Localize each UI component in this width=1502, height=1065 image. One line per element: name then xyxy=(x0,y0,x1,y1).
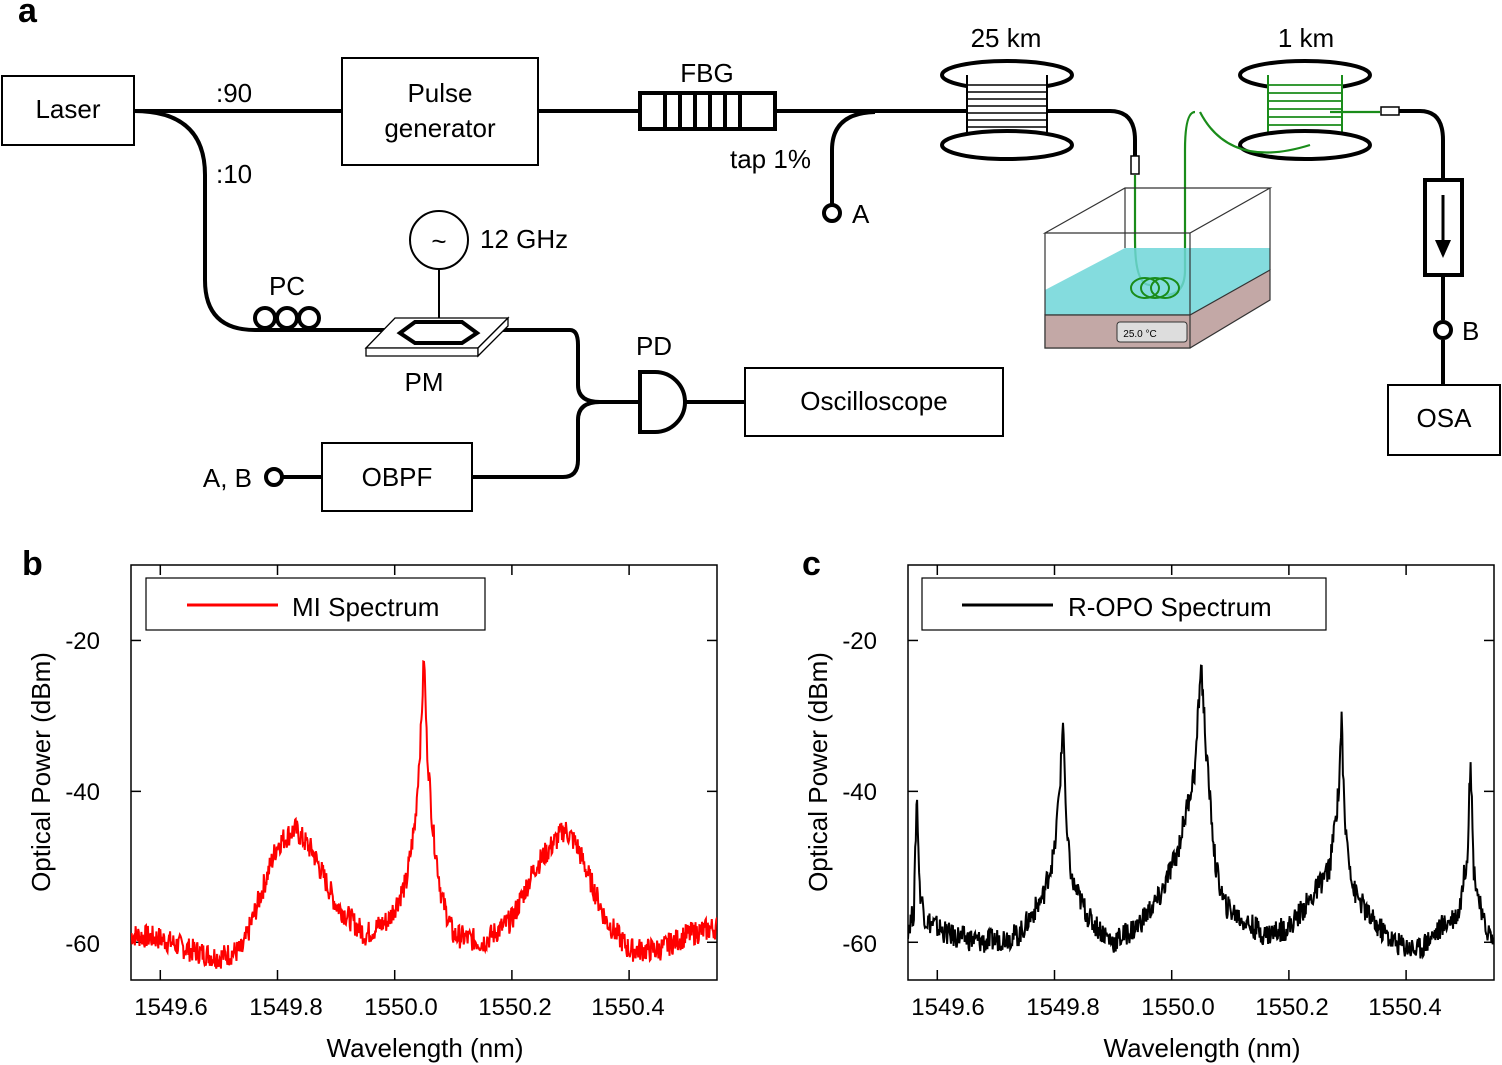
laser-box xyxy=(1,75,135,146)
plot-frame xyxy=(130,564,718,981)
spool-25km-label: 25 km xyxy=(971,23,1042,53)
x-axis-label: Wavelength (nm) xyxy=(327,1033,524,1063)
pd-label: PD xyxy=(636,331,672,361)
y-tick-label: -40 xyxy=(842,779,877,806)
setup-diagram: a Laser :90 :10 Pulse generator FBG tap … xyxy=(1,0,1501,512)
x-tick-label: 1550.0 xyxy=(1141,994,1214,1021)
split-90-label: :90 xyxy=(216,78,252,108)
obpf-input-connector xyxy=(264,467,284,487)
plot-frame xyxy=(907,564,1495,981)
series-line xyxy=(131,659,717,969)
y-tick-label: -40 xyxy=(65,779,100,806)
osa-label: OSA xyxy=(1417,403,1473,433)
spool-25km xyxy=(940,59,1074,161)
fiber-10-branch xyxy=(133,109,640,404)
phase-modulator xyxy=(364,316,510,358)
x-axis-label: Wavelength (nm) xyxy=(1104,1033,1301,1063)
y-tick-label: -60 xyxy=(65,931,100,958)
chart-mi-spectrum: b -20 -40 -60 1549.6 1549.8 1550.0 1550.… xyxy=(22,545,718,1063)
x-tick-label: 1549.8 xyxy=(1026,994,1099,1021)
port-a-label: A xyxy=(852,199,870,229)
port-b-label: B xyxy=(1462,316,1479,346)
pulse-generator-label-1: Pulse xyxy=(407,78,472,108)
split-10-label: :10 xyxy=(216,159,252,189)
panel-label-a: a xyxy=(18,0,38,30)
oscilloscope-label: Oscilloscope xyxy=(800,386,947,416)
y-tick-label: -20 xyxy=(842,628,877,655)
x-tick-label: 1550.4 xyxy=(1368,994,1441,1021)
polarization-controller xyxy=(253,306,321,330)
tap-label: tap 1% xyxy=(730,144,811,174)
y-tick-label: -20 xyxy=(65,628,100,655)
fiber-tap xyxy=(830,110,876,205)
y-tick-label: -60 xyxy=(842,931,877,958)
legend-label: R-OPO Spectrum xyxy=(1068,592,1272,622)
connector-25km xyxy=(1130,155,1140,175)
series-line xyxy=(908,664,1494,960)
pulse-generator-box xyxy=(341,57,539,166)
fiber-obpf-to-pd xyxy=(472,400,601,479)
x-tick-label: 1550.2 xyxy=(1255,994,1328,1021)
rf-source-label: 12 GHz xyxy=(480,224,568,254)
x-tick-label: 1550.4 xyxy=(591,994,664,1021)
pulse-generator-label-2: generator xyxy=(384,113,496,143)
x-tick-label: 1550.0 xyxy=(364,994,437,1021)
photodiode-icon xyxy=(638,370,687,434)
y-axis-label: Optical Power (dBm) xyxy=(26,652,56,892)
port-a-connector xyxy=(822,203,842,223)
osa-box xyxy=(1387,384,1501,456)
fbg-label: FBG xyxy=(680,58,733,88)
chart-ropo-spectrum: c -20 -40 -60 1549.6 1549.8 1550.0 1550.… xyxy=(802,545,1495,1063)
y-axis-label: Optical Power (dBm) xyxy=(803,652,833,892)
fiber-fbg-to-spool xyxy=(775,109,1137,158)
x-tick-label: 1550.2 xyxy=(478,994,551,1021)
thermo-display: 25.0 °C xyxy=(1123,329,1156,340)
obpf-label: OBPF xyxy=(362,462,433,492)
axis-ticks xyxy=(908,565,1494,980)
x-tick-label: 1549.6 xyxy=(911,994,984,1021)
fiber-to-osa xyxy=(1396,109,1445,180)
laser-label: Laser xyxy=(35,94,100,124)
panel-label-c: c xyxy=(802,545,821,583)
obpf-box xyxy=(321,442,473,512)
pm-label: PM xyxy=(405,367,444,397)
water-bath xyxy=(1042,187,1273,349)
pc-label: PC xyxy=(269,271,305,301)
oscilloscope-box xyxy=(744,367,1004,437)
panel-label-b: b xyxy=(22,545,43,583)
rf-source-symbol: ~ xyxy=(431,226,446,256)
x-tick-label: 1549.6 xyxy=(134,994,207,1021)
x-tick-label: 1549.8 xyxy=(249,994,322,1021)
legend-label: MI Spectrum xyxy=(292,592,439,622)
connector-1km xyxy=(1380,106,1400,116)
obpf-input-label: A, B xyxy=(203,463,252,493)
fbg-grating xyxy=(638,91,777,131)
port-b-connector xyxy=(1433,320,1453,340)
spool-1km-label: 1 km xyxy=(1278,23,1334,53)
spool-1km xyxy=(1238,59,1372,161)
isolator xyxy=(1423,178,1464,277)
